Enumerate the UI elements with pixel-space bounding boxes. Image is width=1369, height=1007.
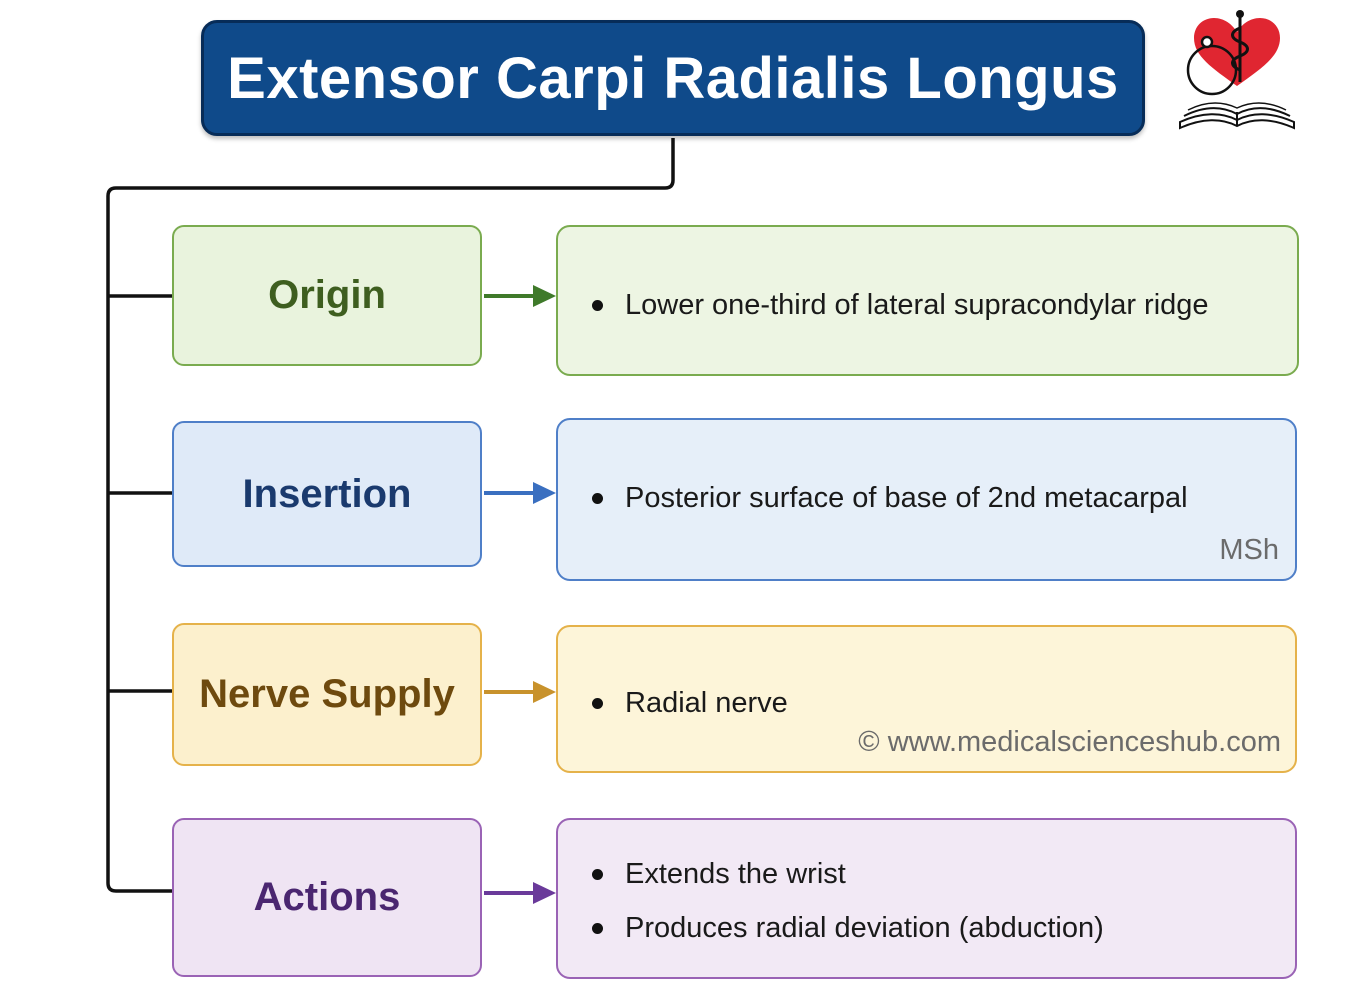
actions-label: Actions — [253, 875, 401, 919]
trunk-line — [106, 138, 675, 893]
actions-item-text: Produces radial deviation (abduction) — [625, 912, 1104, 944]
origin-label: Origin — [268, 273, 386, 317]
copyright-watermark: © www.medicalscienceshub.com — [858, 726, 1281, 758]
actions-item: Produces radial deviation (abduction) — [592, 912, 1104, 945]
actions-detail-box: Extends the wrist Produces radial deviat… — [556, 818, 1297, 979]
origin-item-text: Lower one-third of lateral supracondylar… — [625, 289, 1209, 321]
insertion-item: Posterior surface of base of 2nd metacar… — [592, 482, 1188, 515]
bullet-icon — [592, 698, 603, 709]
nerve-supply-item-text: Radial nerve — [625, 687, 788, 719]
bullet-icon — [592, 493, 603, 504]
insertion-item-text: Posterior surface of base of 2nd metacar… — [625, 482, 1188, 514]
nerve-supply-item: Radial nerve — [592, 687, 788, 720]
arrow-actions — [484, 882, 556, 904]
origin-detail-box: Lower one-third of lateral supracondylar… — [556, 225, 1299, 376]
msh-watermark: MSh — [1219, 534, 1279, 566]
diagram-title: Extensor Carpi Radialis Longus — [227, 45, 1119, 111]
arrow-origin — [484, 285, 556, 307]
bullet-icon — [592, 869, 603, 880]
arrow-nerve-supply — [484, 681, 556, 703]
origin-label-box: Origin — [172, 225, 482, 366]
bullet-icon — [592, 923, 603, 934]
actions-label-box: Actions — [172, 818, 482, 977]
heart-caduceus-book-logo-icon — [1179, 10, 1295, 130]
insertion-label-box: Insertion — [172, 421, 482, 567]
arrow-insertion — [484, 482, 556, 504]
insertion-detail-box: Posterior surface of base of 2nd metacar… — [556, 418, 1297, 581]
nerve-supply-detail-box: Radial nerve © www.medicalscienceshub.co… — [556, 625, 1297, 773]
origin-item: Lower one-third of lateral supracondylar… — [592, 289, 1209, 322]
nerve-supply-label: Nerve Supply — [199, 672, 455, 716]
actions-item-text: Extends the wrist — [625, 858, 846, 890]
insertion-label: Insertion — [242, 471, 412, 516]
bullet-icon — [592, 300, 603, 311]
title-banner: Extensor Carpi Radialis Longus — [201, 20, 1145, 136]
nerve-supply-label-box: Nerve Supply — [172, 623, 482, 766]
actions-item: Extends the wrist — [592, 858, 846, 891]
